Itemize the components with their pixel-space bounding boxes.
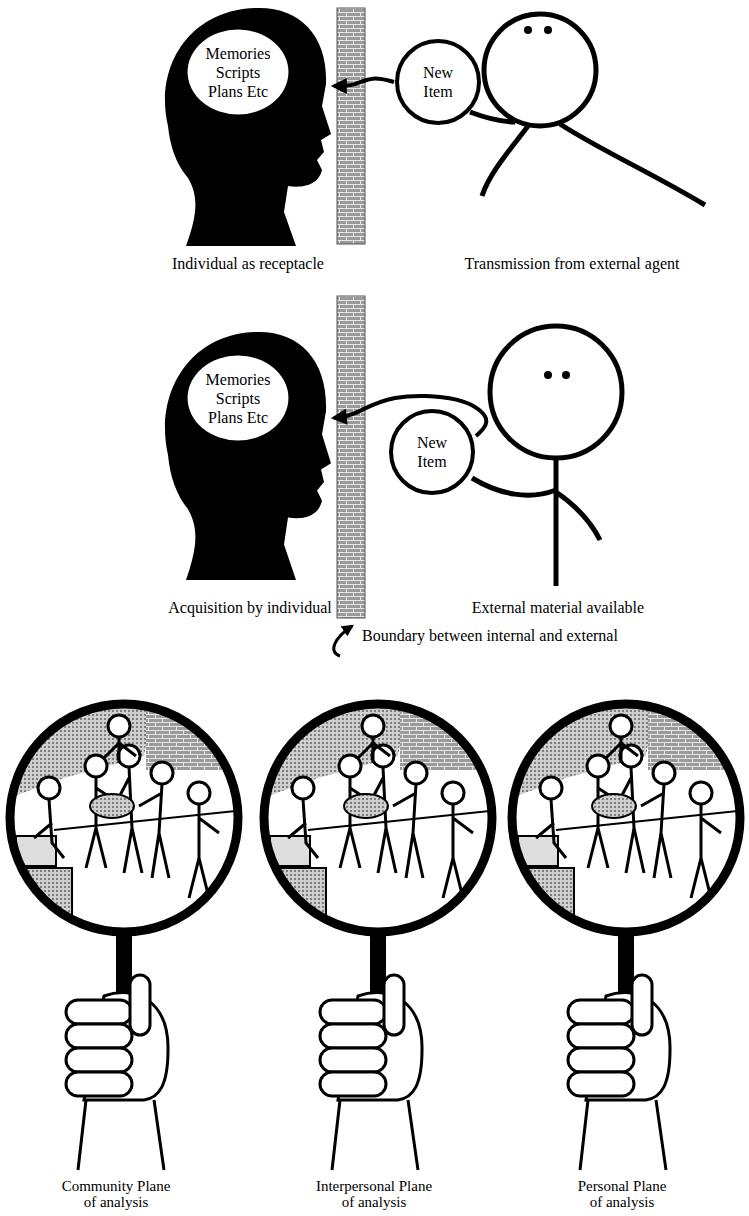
head-fill [165, 8, 331, 246]
hand-part [568, 1072, 634, 1096]
magnifying-glass-part-part-part [258, 698, 500, 938]
hand-part [632, 975, 652, 1035]
caption: Boundary between internal and external [362, 626, 618, 645]
head-silhouette: Memories Scripts Plans Etc [150, 330, 332, 580]
hand-part [580, 1100, 666, 1170]
mind-blob [188, 356, 289, 441]
node-text: Memories Scripts Plans Etc [206, 370, 271, 427]
plane-caption: Community Plane of analysis [60, 1178, 173, 1210]
magnifying-glass-part-part [10, 704, 238, 932]
pointer-arrow [334, 626, 352, 656]
brick-wall [337, 296, 365, 618]
circle-outline [388, 408, 476, 496]
hand [320, 975, 422, 1170]
hand-part [78, 1100, 164, 1170]
stick-figure-part [490, 326, 622, 458]
magnifying-glass-part-part [506, 698, 748, 938]
stick-figure-part [560, 124, 705, 205]
magnifying-glass-part-part [258, 698, 500, 938]
hand-part [384, 975, 404, 1035]
magnifying-glass-part-part [512, 704, 740, 932]
caption: Acquisition by individual [168, 598, 332, 617]
hand-part [66, 1000, 132, 1024]
caption: Transmission from external agent [465, 254, 680, 273]
item-ring [397, 41, 479, 123]
magnifying-glass-part-part-part [4, 698, 246, 938]
brick-wall [337, 8, 365, 244]
magnifying-glass-part-part-part [506, 698, 748, 938]
head-silhouette: Memories Scripts Plans Etc [150, 6, 332, 246]
magnifying-glass-part-part [4, 698, 246, 938]
arrow-connector [334, 79, 394, 86]
hand-part [568, 1024, 634, 1048]
hand-part [66, 1048, 132, 1072]
stick-figure-part [484, 14, 596, 126]
hand-part [320, 1072, 386, 1096]
head-fill [165, 332, 331, 580]
item-circle: New Item [388, 408, 476, 496]
hand-part [130, 975, 150, 1035]
magnifying-glass [258, 698, 500, 1170]
node-text: Memories Scripts Plans Etc [206, 44, 271, 101]
hand-part [320, 1000, 386, 1024]
magnifying-glass [506, 698, 748, 1170]
item-circle: New Item [394, 38, 482, 126]
hand-part [320, 1048, 386, 1072]
stick-figure-part [544, 26, 552, 34]
stick-figure-part [544, 371, 552, 379]
hand-part [320, 1024, 386, 1048]
stick-figure-part [556, 492, 600, 540]
head-shape [150, 6, 332, 246]
hand-part [332, 1100, 418, 1170]
magnifying-glass-part [4, 698, 246, 938]
stick-figure-part [524, 26, 532, 34]
hand [568, 975, 670, 1170]
hand-part [568, 1000, 634, 1024]
head-shape [150, 330, 332, 580]
plane-caption: Personal Plane of analysis [576, 1178, 669, 1210]
stick-figure [470, 14, 705, 205]
hand-part [66, 1024, 132, 1048]
circle-outline [394, 38, 482, 126]
hand-part [66, 1072, 132, 1096]
magnifying-glass-part [258, 698, 500, 938]
caption: Individual as receptacle [172, 254, 324, 273]
stick-figure-part [472, 478, 556, 495]
stick-figure [472, 326, 622, 586]
stick-figure-part [482, 126, 528, 196]
plane-caption: Interpersonal Plane of analysis [314, 1178, 435, 1210]
mind-blob [188, 30, 289, 115]
stick-figure-part [562, 371, 570, 379]
stick-figure-part [554, 458, 559, 586]
caption: External material available [472, 598, 644, 617]
node-text: New Item [417, 433, 447, 471]
hand-part [568, 1048, 634, 1072]
item-ring [391, 411, 473, 493]
hand [66, 975, 168, 1170]
node-text: New Item [423, 63, 453, 101]
magnifying-glass-part [506, 698, 748, 938]
magnifying-glass-part-part [264, 704, 492, 932]
magnifying-glass [4, 698, 246, 1170]
